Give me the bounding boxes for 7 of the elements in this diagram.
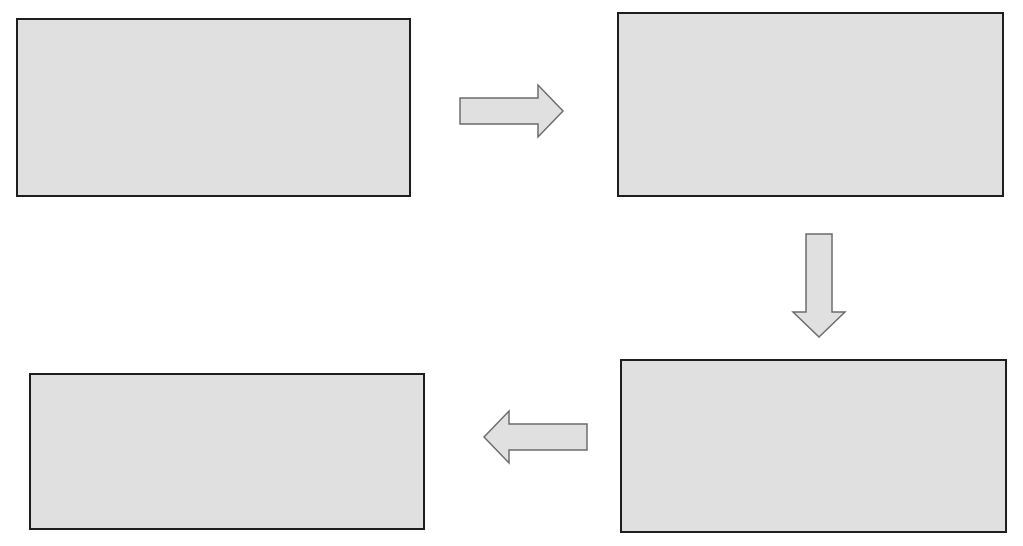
block-arrow (459, 83, 565, 139)
block-arrow (791, 233, 847, 338)
empty-box (620, 359, 1007, 533)
empty-box (29, 373, 425, 530)
empty-box (16, 18, 411, 197)
block-arrow (483, 409, 588, 465)
empty-box (617, 12, 1004, 197)
